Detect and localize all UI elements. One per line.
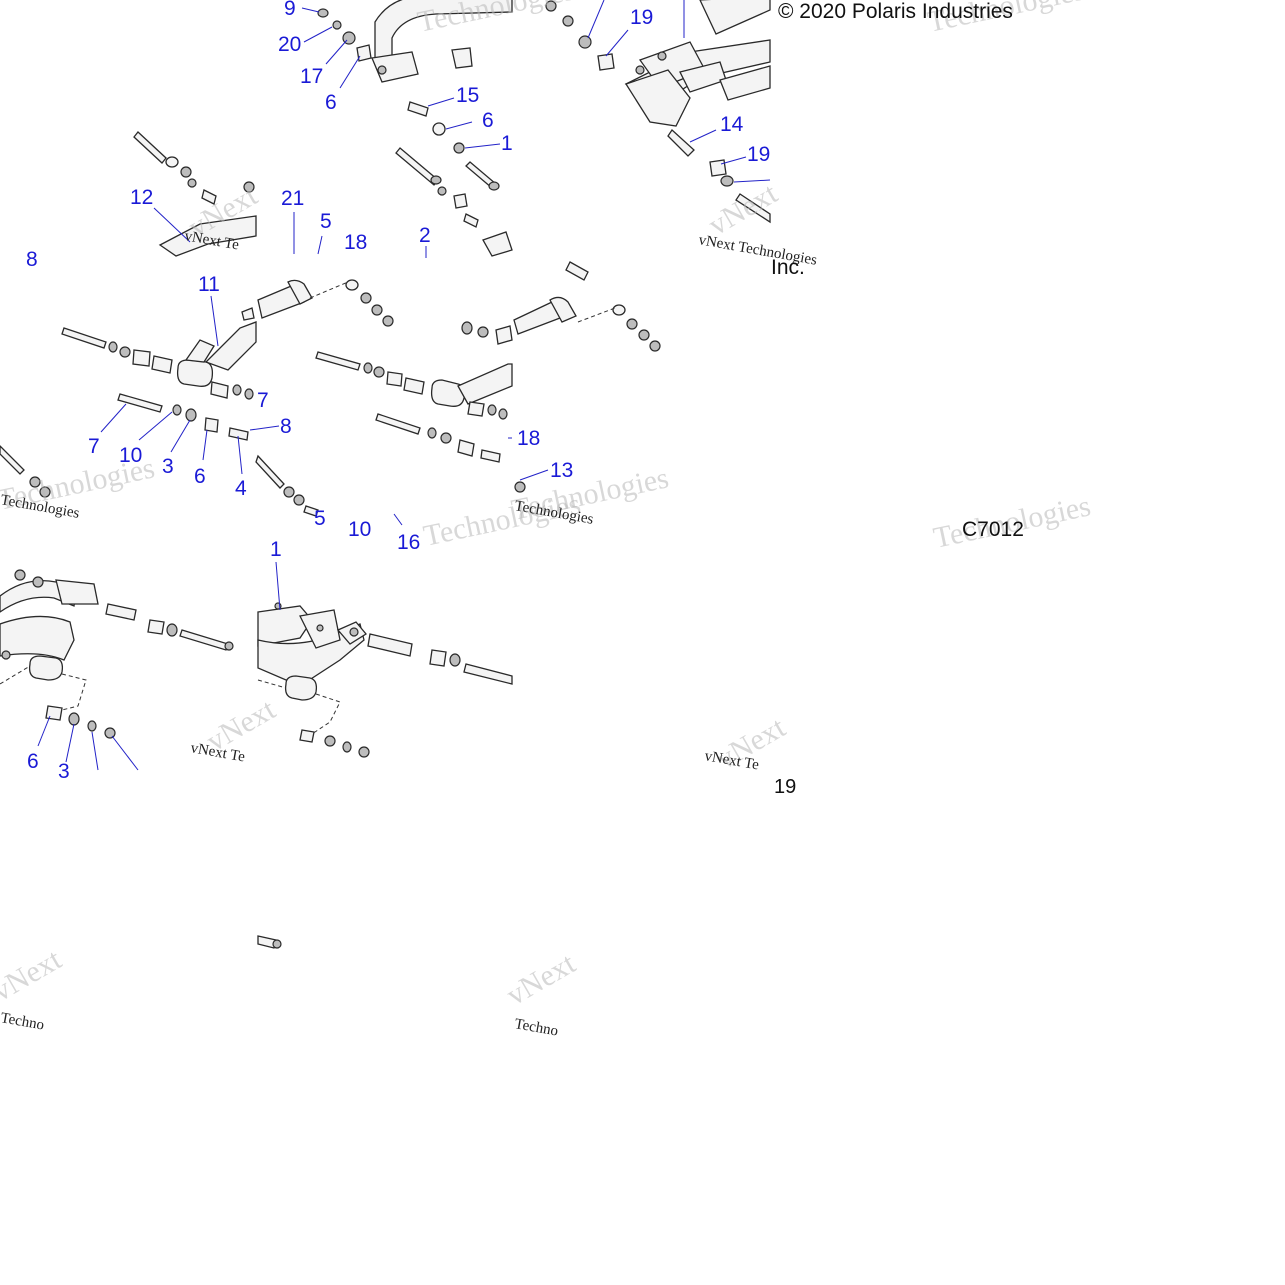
callout-9: 9: [284, 0, 296, 20]
watermark-vnext-bottom-left: vNext: [0, 942, 68, 1008]
callout-19-b: 19: [747, 143, 770, 166]
copyright-notice: © 2020 Polaris Industries: [778, 0, 1013, 23]
upper-arm-middle-center: [255, 279, 513, 517]
callout-18-b: 18: [517, 427, 540, 450]
callout-11: 11: [198, 273, 220, 296]
leader-lines: [37, 0, 771, 771]
callout-8-b: 8: [280, 415, 292, 438]
callout-numbers: 9 20 17 6 15 6 1 19 14 19 12 21 5 18 2 8…: [26, 0, 770, 783]
callout-6-d: 6: [27, 750, 39, 773]
bolt-stack-upper-left: [133, 131, 257, 257]
upper-control-arm-frame-top: [371, 0, 513, 83]
callout-13: 13: [550, 459, 573, 482]
callout-7-a: 7: [257, 389, 269, 412]
callout-17: 17: [300, 65, 323, 88]
lower-arm-lower-center: [257, 602, 513, 949]
callout-6-c: 6: [194, 465, 206, 488]
lower-arm-lower-left: [0, 569, 234, 739]
callout-1-b: 1: [270, 538, 282, 561]
diagram-code: C7012: [962, 518, 1024, 541]
callout-21: 21: [281, 187, 304, 210]
callout-20: 20: [278, 33, 301, 56]
hardware-stack-top: [317, 8, 513, 257]
callout-5-a: 5: [320, 210, 332, 233]
figure-number: 19: [774, 776, 796, 798]
upper-arm-middle-left: [0, 307, 257, 498]
callout-7-b: 7: [88, 435, 100, 458]
upper-arm-middle-right: [513, 261, 661, 493]
vnext-label-7: Techno: [0, 1010, 45, 1033]
callout-3-b: 3: [58, 760, 70, 783]
callout-12: 12: [130, 186, 153, 209]
watermark-vnext-bottom-center: vNext: [501, 946, 582, 1012]
callout-14: 14: [720, 113, 744, 136]
watermark-vnext-upper-right: vNext: [703, 176, 784, 242]
callout-3-a: 3: [162, 455, 174, 478]
assembly-dashed-lines: [0, 281, 616, 735]
callout-1-a: 1: [501, 132, 513, 155]
callout-19-a: 19: [630, 6, 653, 29]
copyright-tail: Inc.: [771, 256, 805, 279]
lower-control-arm-top: [545, 0, 771, 224]
callout-10-b: 10: [348, 518, 371, 541]
callout-16: 16: [397, 531, 420, 554]
callout-10-a: 10: [119, 444, 142, 467]
watermark-technologies-top: Technologies: [415, 0, 578, 39]
callout-15: 15: [456, 84, 479, 107]
callout-4: 4: [235, 477, 247, 500]
callout-6-a: 6: [325, 91, 337, 114]
callout-2: 2: [419, 224, 431, 247]
callout-8-a: 8: [26, 248, 38, 271]
vnext-label-8: Techno: [513, 1016, 559, 1039]
callout-18-a: 18: [344, 231, 367, 254]
callout-5-b: 5: [314, 507, 326, 530]
callout-6-b: 6: [482, 109, 494, 132]
